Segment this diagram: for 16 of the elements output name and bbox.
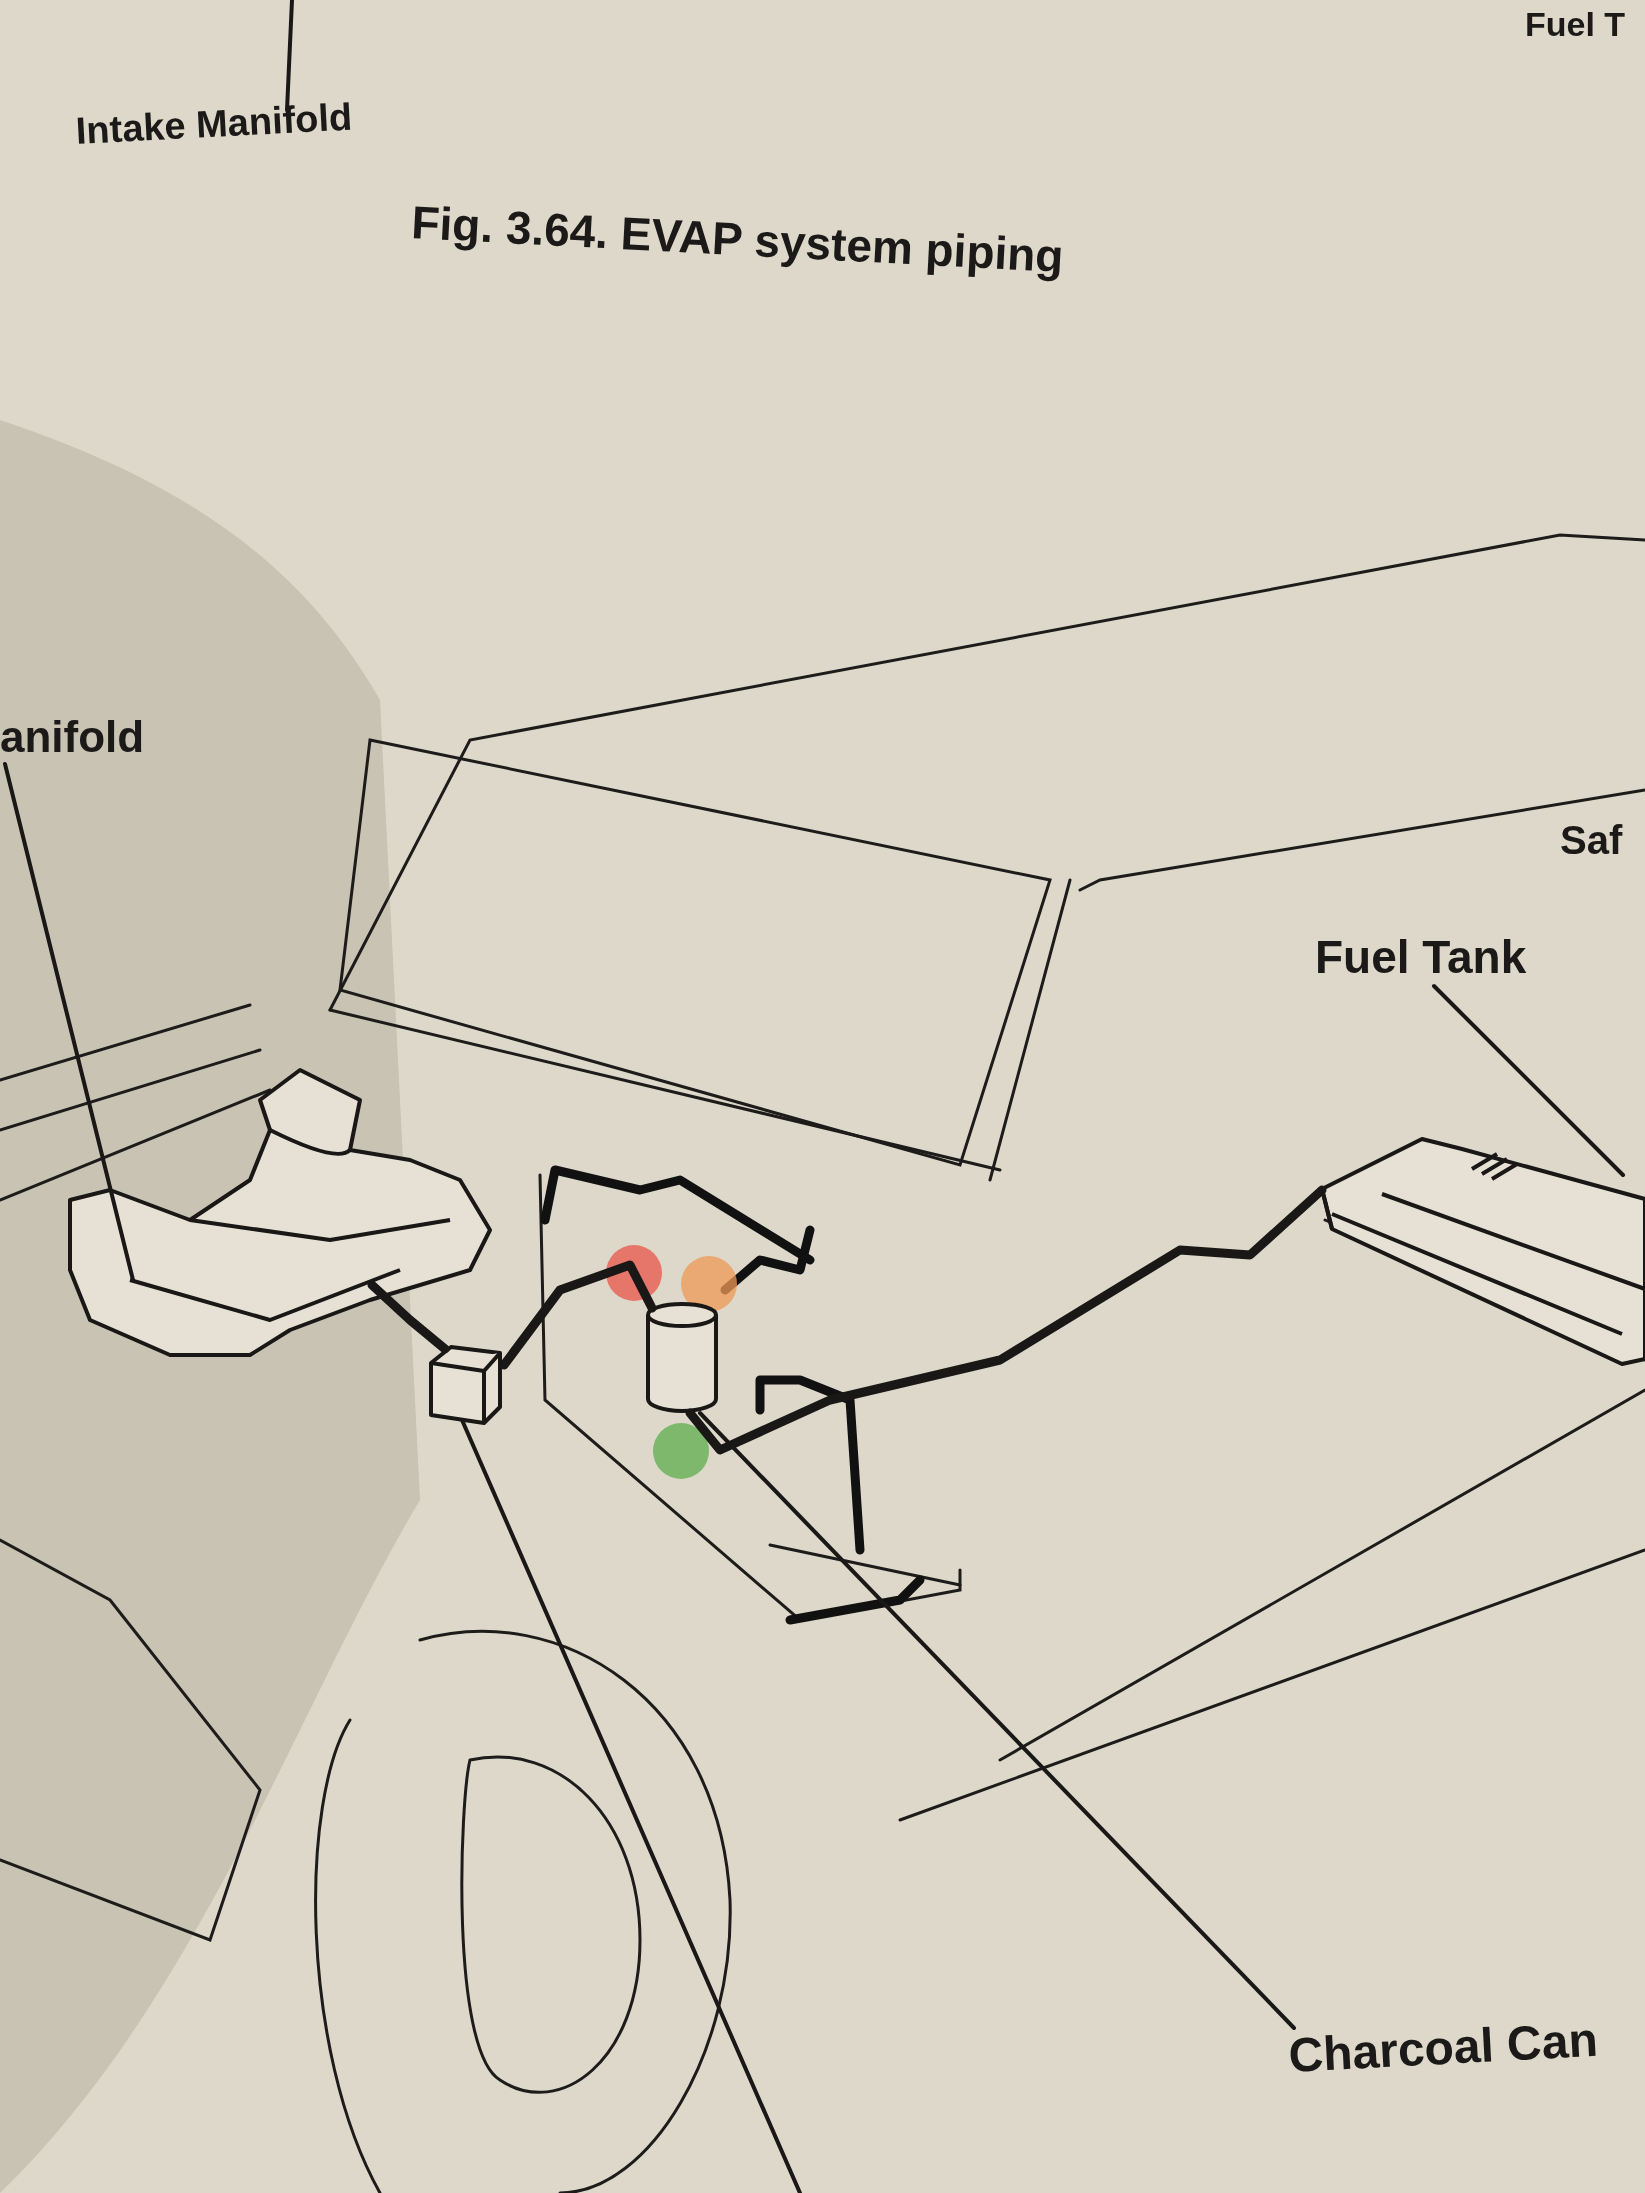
part-label: Saf xyxy=(1560,818,1623,863)
part-label: Fuel T xyxy=(1525,5,1626,44)
figure-title: Fig. 3.64. EVAP system piping xyxy=(410,195,1065,284)
leader-line xyxy=(3,762,135,1282)
vapor-pipe xyxy=(499,1260,657,1370)
vapor-pipe xyxy=(367,1280,450,1354)
leader-line xyxy=(698,1411,1296,2030)
leader-line xyxy=(460,1418,802,2193)
canister-drawing xyxy=(644,1301,720,1413)
part-label: Intake Manifold xyxy=(74,95,354,153)
part-label: Fuel Tank xyxy=(1315,930,1527,984)
part-label: anifold xyxy=(0,712,145,762)
leader-line xyxy=(1432,984,1625,1177)
box-drawing xyxy=(427,1343,504,1427)
part-label: Charcoal Can xyxy=(1287,2011,1599,2083)
vapor-pipe xyxy=(685,1185,1327,1455)
